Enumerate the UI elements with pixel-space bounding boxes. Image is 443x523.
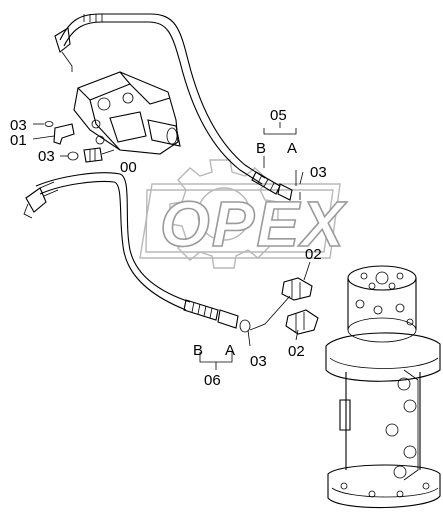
connector-lines [249,192,301,331]
label-a-top: A [287,140,297,157]
label-b-top: B [256,140,266,157]
fitting-parts-left [44,121,115,163]
label-03-mid: 03 [310,164,327,181]
elbow-fitting-lower [285,309,319,335]
label-00: 00 [120,159,137,176]
label-01: 01 [10,132,27,149]
label-03-bottom: 03 [250,353,267,370]
label-b-bottom: B [193,342,203,359]
label-03-top: 03 [10,117,27,134]
label-02-upper: 02 [305,246,322,263]
label-a-bottom: A [225,342,235,359]
upper-hose [54,13,293,201]
swivel-joint [325,265,441,509]
label-03-left: 03 [38,148,55,165]
label-02-lower: 02 [288,343,305,360]
watermark-text: OPEX [160,188,347,260]
control-valve [73,71,181,155]
elbow-fitting-upper [281,277,313,301]
label-05: 05 [270,107,287,124]
label-06: 06 [204,372,221,389]
lower-hose [23,172,251,333]
watermark-logo: OPEX [139,183,347,261]
leader-lines [32,122,311,370]
